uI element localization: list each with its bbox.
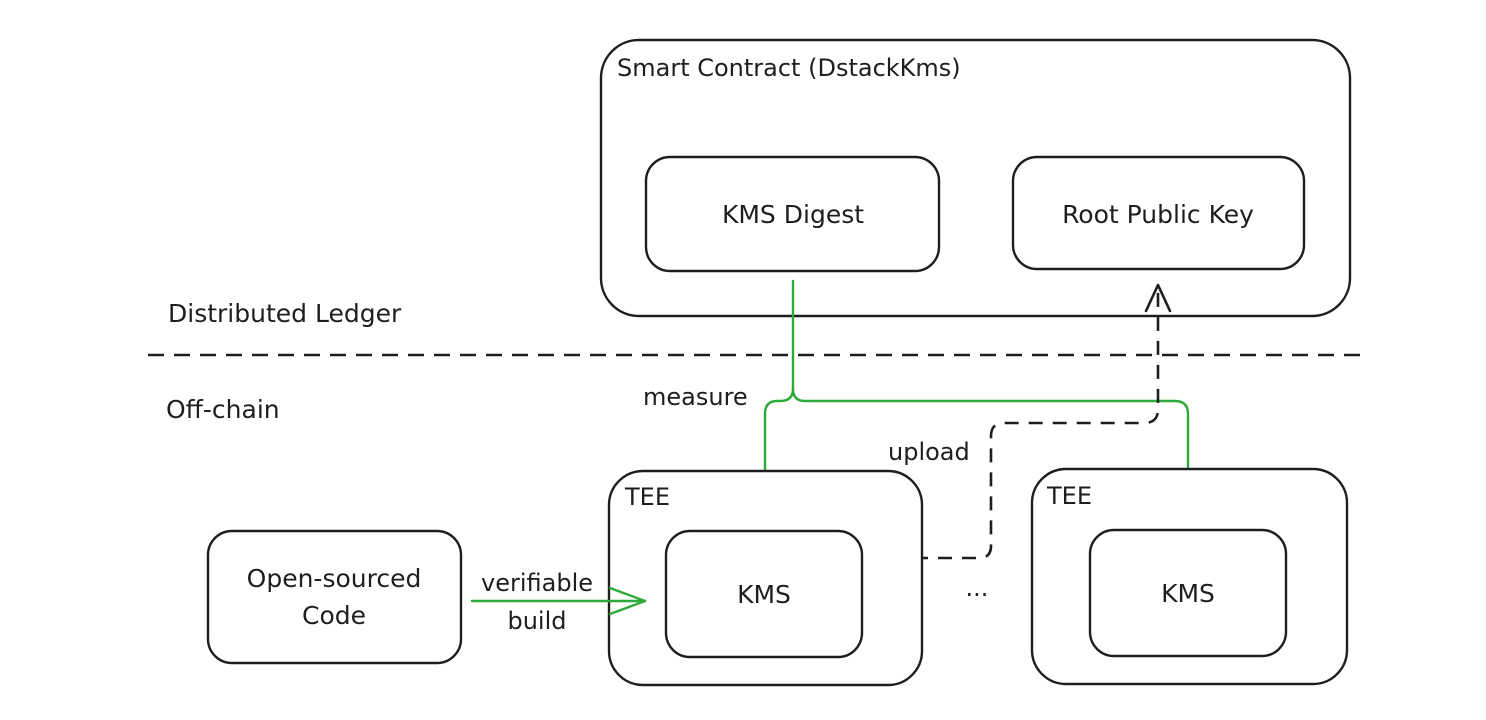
kms-left-box: KMS <box>664 529 864 659</box>
root-public-key-label: Root Public Key <box>1062 200 1254 229</box>
open-sourced-code-box: Open-sourced Code <box>206 529 463 665</box>
tee-left-title: TEE <box>624 483 670 511</box>
open-sourced-code-line2: Code <box>302 601 366 630</box>
kms-digest-box: KMS Digest <box>644 155 941 273</box>
tee-right-title: TEE <box>1046 482 1092 510</box>
measure-edge-left-branch <box>763 387 795 524</box>
kms-right-box: KMS <box>1088 528 1288 658</box>
measure-edge-trunk <box>791 279 1190 522</box>
ellipsis-label: ... <box>966 574 989 602</box>
upload-edge <box>866 286 1160 560</box>
upload-arrowhead <box>1144 283 1172 313</box>
measure-label: measure <box>643 383 748 411</box>
kms-right-label: KMS <box>1161 579 1215 608</box>
off-chain-label: Off-chain <box>166 395 280 424</box>
root-public-key-box: Root Public Key <box>1011 155 1306 271</box>
tee-left-container: TEE KMS <box>607 469 924 687</box>
verifiable-build-arrowhead <box>608 586 647 616</box>
distributed-ledger-label: Distributed Ledger <box>168 299 402 328</box>
verifiable-build-label-line2: build <box>507 607 566 635</box>
smart-contract-container: Smart Contract (DstackKms) KMS Digest Ro… <box>599 38 1352 318</box>
kms-left-label: KMS <box>737 580 791 609</box>
tee-right-container: TEE KMS <box>1030 467 1349 686</box>
open-sourced-code-line1: Open-sourced <box>247 564 422 593</box>
kms-digest-label: KMS Digest <box>722 200 864 229</box>
verifiable-build-label-line1: verifiable <box>481 569 593 597</box>
upload-label: upload <box>888 438 970 466</box>
smart-contract-title: Smart Contract (DstackKms) <box>617 54 961 82</box>
